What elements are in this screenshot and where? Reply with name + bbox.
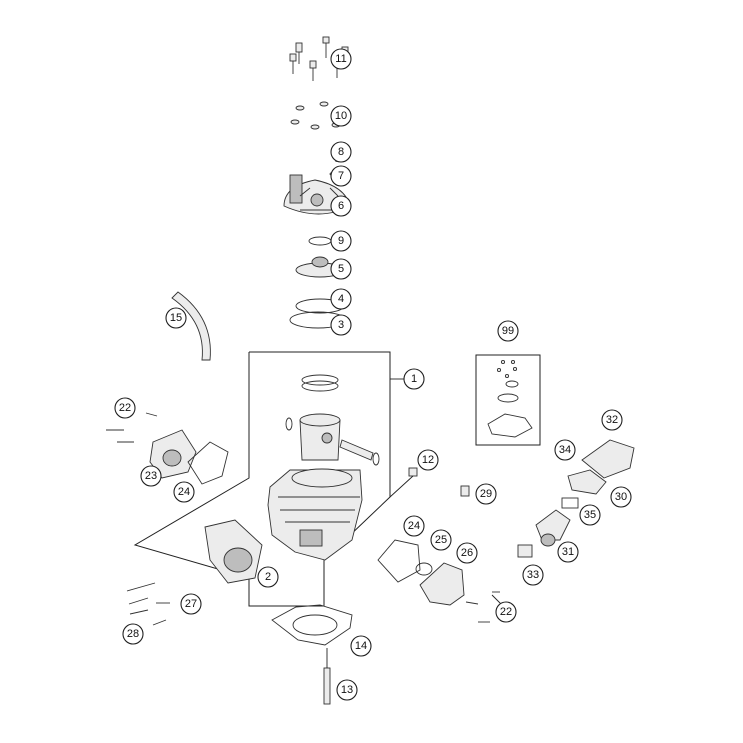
- callout-15: 15: [165, 307, 187, 329]
- base-gasket: [271, 604, 353, 646]
- svg-text:31: 31: [562, 546, 574, 558]
- svg-text:33: 33: [527, 569, 539, 581]
- bolts-left-upper: [106, 412, 158, 443]
- piston-clip-left: [285, 417, 293, 431]
- svg-text:24: 24: [178, 486, 190, 498]
- svg-text:30: 30: [615, 491, 627, 503]
- piston: [299, 413, 341, 461]
- stud-nut: [408, 467, 418, 477]
- svg-text:14: 14: [355, 640, 367, 652]
- piston-pin: [339, 439, 374, 461]
- svg-text:4: 4: [338, 293, 344, 305]
- bolts-lower-left: [126, 582, 170, 626]
- svg-text:1: 1: [411, 373, 417, 385]
- callout-1: 1: [403, 368, 425, 390]
- callout-4: 4: [330, 288, 352, 310]
- svg-text:34: 34: [559, 444, 571, 456]
- svg-text:6: 6: [338, 200, 344, 212]
- stud-bolt: [323, 648, 331, 705]
- svg-text:2: 2: [265, 571, 271, 583]
- svg-text:3: 3: [338, 319, 344, 331]
- cylinder: [267, 468, 363, 561]
- callout-23: 23: [140, 465, 162, 487]
- svg-text:99: 99: [502, 325, 514, 337]
- callout-28: 28: [122, 623, 144, 645]
- callout-2: 2: [257, 566, 279, 588]
- callout-12: 12: [417, 449, 439, 471]
- sensor: [460, 485, 470, 497]
- power-valve-nut: [517, 544, 533, 558]
- svg-text:22: 22: [119, 402, 131, 414]
- svg-text:32: 32: [606, 414, 618, 426]
- gasket-left: [187, 441, 229, 485]
- callout-27: 27: [180, 593, 202, 615]
- hose: [171, 291, 211, 361]
- callout-8: 8: [330, 141, 352, 163]
- callout-14: 14: [350, 635, 372, 657]
- piston-clip-right: [372, 452, 380, 466]
- callout-10: 10: [330, 105, 352, 127]
- gasket-right: [377, 539, 421, 583]
- callout-11: 11: [330, 48, 352, 70]
- power-valve-actuator: [535, 509, 571, 541]
- svg-text:24: 24: [408, 520, 420, 532]
- svg-text:35: 35: [584, 509, 596, 521]
- exhaust-flange: [204, 519, 263, 584]
- callout-25: 25: [430, 529, 452, 551]
- o-ring-right: [415, 562, 433, 576]
- svg-text:8: 8: [338, 146, 344, 158]
- power-valve-gasket: [561, 497, 579, 509]
- svg-text:27: 27: [185, 598, 197, 610]
- svg-text:25: 25: [435, 534, 447, 546]
- cover-right: [419, 562, 465, 606]
- callout-29: 29: [475, 483, 497, 505]
- gasket-kit-frame: [475, 354, 541, 446]
- callout-26: 26: [456, 542, 478, 564]
- callout-24-right: 24: [403, 515, 425, 537]
- svg-text:26: 26: [461, 547, 473, 559]
- power-valve-seal: [540, 533, 556, 547]
- callout-5: 5: [330, 258, 352, 280]
- callout-34: 34: [554, 439, 576, 461]
- svg-text:11: 11: [335, 53, 346, 65]
- o-ring: [308, 236, 332, 246]
- callout-32: 32: [601, 409, 623, 431]
- callout-6: 6: [330, 195, 352, 217]
- callout-33: 33: [522, 564, 544, 586]
- callout-24-left: 24: [173, 481, 195, 503]
- callout-3: 3: [330, 314, 352, 336]
- callout-9: 9: [330, 230, 352, 252]
- svg-text:22: 22: [500, 606, 512, 618]
- callout-22-lower: 22: [495, 601, 517, 623]
- svg-text:5: 5: [338, 263, 344, 275]
- svg-text:15: 15: [170, 312, 182, 324]
- callout-13: 13: [336, 679, 358, 701]
- svg-text:7: 7: [338, 170, 344, 182]
- callout-35: 35: [579, 504, 601, 526]
- bolts-right: [465, 591, 500, 623]
- callout-31: 31: [557, 541, 579, 563]
- base-gasket-bore: [292, 614, 338, 636]
- cylinder-group-frame: [133, 351, 391, 607]
- callout-99: 99: [497, 320, 519, 342]
- svg-text:29: 29: [480, 488, 492, 500]
- power-valve-lever: [567, 469, 607, 495]
- callout-30: 30: [610, 486, 632, 508]
- callout-7: 7: [330, 165, 352, 187]
- svg-text:23: 23: [145, 470, 157, 482]
- gasket-kit-parts: [487, 359, 533, 438]
- svg-text:12: 12: [422, 454, 434, 466]
- piston-rings: [301, 374, 339, 392]
- leader-12-stud: [389, 475, 414, 498]
- callout-22-upper: 22: [114, 397, 136, 419]
- power-valve-housing: [581, 439, 635, 479]
- svg-text:9: 9: [338, 235, 344, 247]
- svg-text:13: 13: [341, 684, 353, 696]
- svg-text:10: 10: [335, 110, 347, 122]
- reed-cover-left: [149, 429, 197, 479]
- svg-text:28: 28: [127, 628, 139, 640]
